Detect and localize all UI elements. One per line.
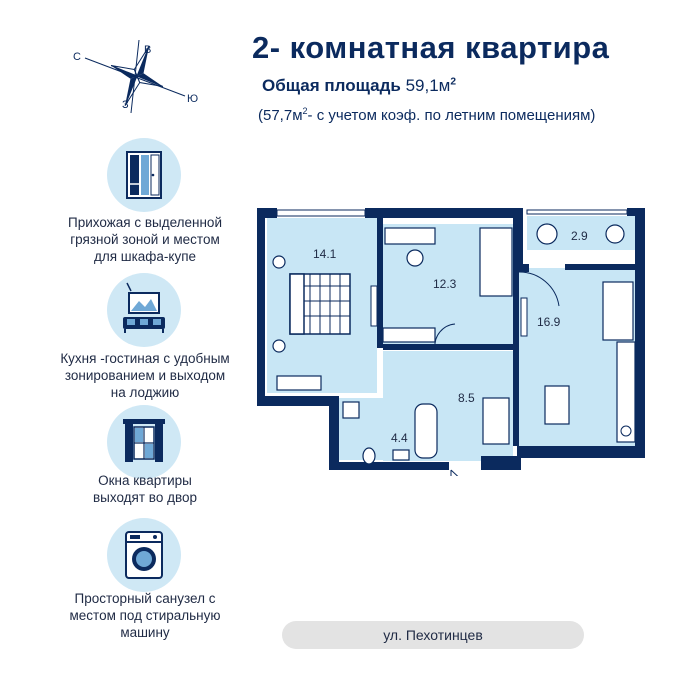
washing-machine-icon (107, 518, 181, 592)
room-label-loggia: 2.9 (571, 229, 588, 243)
kitchen-living-icon (107, 273, 181, 347)
feature-window-text: Окна квартиры выходят во двор (35, 472, 255, 506)
total-area-value: 59,1м (405, 76, 451, 95)
room-label-hall: 8.5 (458, 391, 475, 405)
kitchen-counter (616, 341, 636, 443)
desk (384, 227, 436, 245)
office-shelf (382, 327, 436, 343)
loggia-door-swing (518, 271, 560, 307)
desk-chair (406, 249, 424, 267)
feature-kitchen-line-1: Кухня -гостиная с удобным (60, 351, 230, 366)
walls (257, 208, 645, 470)
loggia-chair (536, 223, 558, 245)
kitchen-door (520, 297, 528, 337)
feature-hallway-line-1: Прихожая с выделенной (68, 215, 222, 230)
feature-hallway-text: Прихожая с выделенной грязной зоной и ме… (35, 214, 255, 265)
toilet (362, 447, 376, 465)
feature-bathroom-text: Просторный санузел с местом под стиральн… (35, 590, 255, 641)
bedroom-dresser (276, 375, 322, 391)
compass-north-label: С (73, 51, 81, 63)
compass-south-label: Ю (187, 93, 198, 105)
feature-bathroom-line-1: Просторный санузел с (74, 591, 216, 606)
windows (276, 209, 628, 217)
area-note-post: - с учетом коэф. по летним помещениям) (307, 107, 596, 124)
floor-plan: 14.1 12.3 2.9 16.9 8.5 4.4 (257, 208, 645, 476)
feature-window-line-1: Окна квартиры (98, 473, 192, 488)
kitchen-sink (620, 425, 632, 437)
feature-window-line-2: выходят во двор (93, 490, 197, 505)
dining-table (544, 385, 570, 425)
washing-machine-spot (342, 401, 360, 419)
feature-kitchen-text: Кухня -гостиная с удобным зонированием и… (35, 350, 255, 401)
compass-west-label: З (122, 99, 129, 111)
entry-door (450, 469, 459, 476)
compass-rose: С В Ю З (73, 39, 198, 114)
feature-kitchen-line-2: зонированием и выходом (64, 368, 226, 383)
bedroom-door (370, 285, 378, 327)
street-name: ул. Пехотинцев (282, 621, 584, 649)
hallway-icon (107, 138, 181, 212)
page-title: 2- комнатная квартира (252, 30, 610, 65)
wardrobe (482, 397, 510, 445)
office-door-swing (434, 323, 456, 349)
bathtub (414, 403, 438, 459)
office-bed (479, 227, 513, 297)
total-area: Общая площадь 59,1м2 (262, 76, 456, 96)
area-note: (57,7м2- с учетом коэф. по летним помеще… (258, 106, 595, 124)
bed (272, 255, 351, 353)
total-area-label: Общая площадь (262, 76, 401, 95)
room-label-office: 12.3 (433, 277, 457, 291)
feature-hallway-line-2: грязной зоной и местом (70, 232, 220, 247)
room-label-kitchen: 16.9 (537, 315, 561, 329)
feature-bathroom-line-3: машину (120, 625, 170, 640)
room-label-bedroom: 14.1 (313, 247, 337, 261)
room-label-bathroom: 4.4 (391, 431, 408, 445)
area-note-sup: 2 (302, 106, 308, 116)
sofa (602, 281, 634, 341)
feature-bathroom-line-2: местом под стиральную (69, 608, 221, 623)
compass-east-label: В (144, 44, 151, 56)
feature-kitchen-line-3: на лоджию (110, 385, 180, 400)
feature-hallway-line-3: для шкафа-купе (93, 249, 197, 264)
total-area-unit-sup: 2 (450, 76, 457, 88)
area-note-pre: (57,7м (258, 107, 303, 124)
bathroom-sink (392, 449, 410, 461)
loggia-plant (605, 224, 625, 244)
window-icon (107, 405, 181, 479)
